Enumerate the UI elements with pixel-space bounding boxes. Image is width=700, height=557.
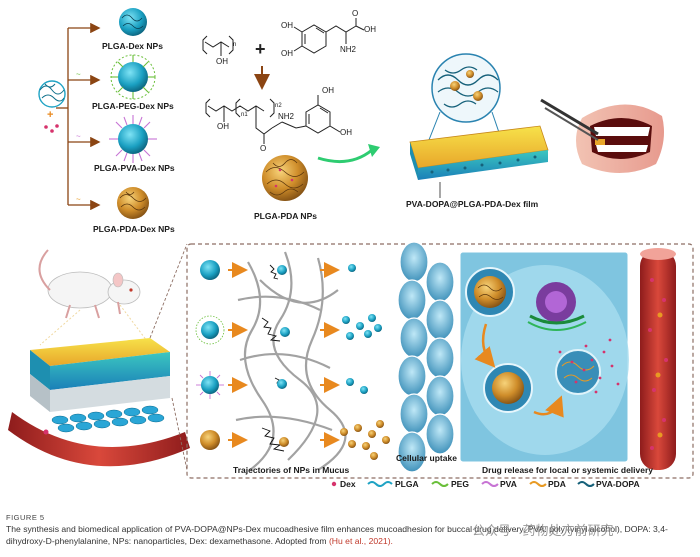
- mucus-arrows: [228, 262, 340, 448]
- mucus-np-plga: [200, 260, 220, 280]
- trapped-nps: [277, 265, 290, 447]
- label-drug-release: Drug release for local or systemic deliv…: [482, 465, 654, 475]
- chem-dopa-oh-top: OH: [281, 21, 293, 30]
- penetrated-nps: [340, 264, 390, 460]
- mucus-np-pda: [200, 430, 220, 450]
- plga-dex-np: [119, 8, 147, 36]
- branch-arrows: [56, 22, 101, 211]
- plga-peg-dex-np: [110, 54, 156, 100]
- figure-label: FIGURE 5: [6, 513, 45, 522]
- starting-material-cluster: +: [38, 80, 66, 133]
- label-plga-dex-nps: PLGA-Dex NPs: [102, 41, 163, 51]
- legend-pva: PVA: [500, 479, 517, 489]
- chem-pvadopa-oh-top: OH: [322, 86, 334, 95]
- pva-dopa-structure: [205, 95, 341, 144]
- blood-vessel: [640, 248, 676, 470]
- chem-pva-n: n: [233, 42, 237, 48]
- mucus-network: [235, 251, 347, 471]
- label-mucus-trajectories: Trajectories of NPs in Mucus: [233, 465, 350, 475]
- chem-pvadopa-n2: n2: [275, 103, 282, 109]
- label-plga-pda-dex-nps: PLGA-PDA-Dex NPs: [93, 224, 175, 234]
- svg-text:+: +: [255, 39, 266, 59]
- watermark: 公众号 · 药物处方前研究: [472, 523, 614, 538]
- pva-structure: [202, 35, 234, 56]
- mouse-illustration: [38, 249, 151, 346]
- figure-caption: The synthesis and biomedical application…: [6, 524, 696, 547]
- legend-dex: Dex: [340, 479, 356, 489]
- film-magnified-view: [424, 53, 506, 151]
- label-plga-pva-dex-nps: PLGA-PVA-Dex NPs: [94, 163, 175, 173]
- mechanism-panel-frame: [186, 243, 694, 479]
- legend-peg: PEG: [451, 479, 469, 489]
- svg-text:~: ~: [76, 70, 81, 79]
- branch-marks: ~ ~ ~: [76, 70, 81, 204]
- zoom-lines: [149, 243, 188, 471]
- plus-sign: +: [255, 39, 266, 59]
- label-plga-peg-dex-nps: PLGA-PEG-Dex NPs: [92, 101, 174, 111]
- chem-dopa-oh-bottom: OH: [281, 49, 293, 58]
- buccal-tissue-model: [8, 338, 190, 467]
- legend-swatches: [331, 481, 595, 487]
- plga-pda-dex-np: [117, 187, 149, 219]
- chem-pvadopa-o: O: [260, 144, 267, 153]
- plga-pva-dex-np: [109, 115, 157, 163]
- plga-pda-np: [262, 155, 308, 201]
- chem-pvadopa-oh: OH: [217, 122, 229, 131]
- epithelial-cell-layer: [397, 241, 455, 473]
- label-cellular-uptake: Cellular uptake: [396, 453, 457, 463]
- chem-dopa-o: O: [352, 9, 359, 18]
- mucus-np-peg: [195, 315, 225, 345]
- drug-release-cell: [459, 251, 629, 463]
- chem-dopa-nh2: NH2: [340, 45, 357, 54]
- svg-text:~: ~: [76, 132, 81, 141]
- chem-pva-oh: OH: [216, 57, 228, 66]
- chem-pvadopa-nh2: NH2: [278, 112, 295, 121]
- legend-pva-dopa: PVA-DOPA: [596, 479, 640, 489]
- chem-pvadopa-oh-bottom: OH: [340, 128, 352, 137]
- dopa-structure: [293, 18, 365, 54]
- mucus-np-pva: [196, 371, 224, 399]
- mouth-illustration: [540, 98, 664, 173]
- legend-plga: PLGA: [395, 479, 419, 489]
- chem-pvadopa-n1: n1: [241, 112, 248, 118]
- caption-reference-link[interactable]: (Hu et al., 2021).: [328, 535, 393, 546]
- caption-body: The synthesis and biomedical application…: [6, 524, 668, 546]
- mucoadhesive-film: [409, 125, 549, 198]
- fabrication-arrow: [317, 144, 380, 164]
- chem-dopa-oh-acid: OH: [364, 25, 376, 34]
- label-plga-pda-nps: PLGA-PDA NPs: [254, 211, 317, 221]
- legend-pda: PDA: [548, 479, 566, 489]
- svg-text:+: +: [47, 109, 53, 121]
- label-film: PVA-DOPA@PLGA-PDA-Dex film: [406, 199, 539, 209]
- svg-text:~: ~: [76, 195, 81, 204]
